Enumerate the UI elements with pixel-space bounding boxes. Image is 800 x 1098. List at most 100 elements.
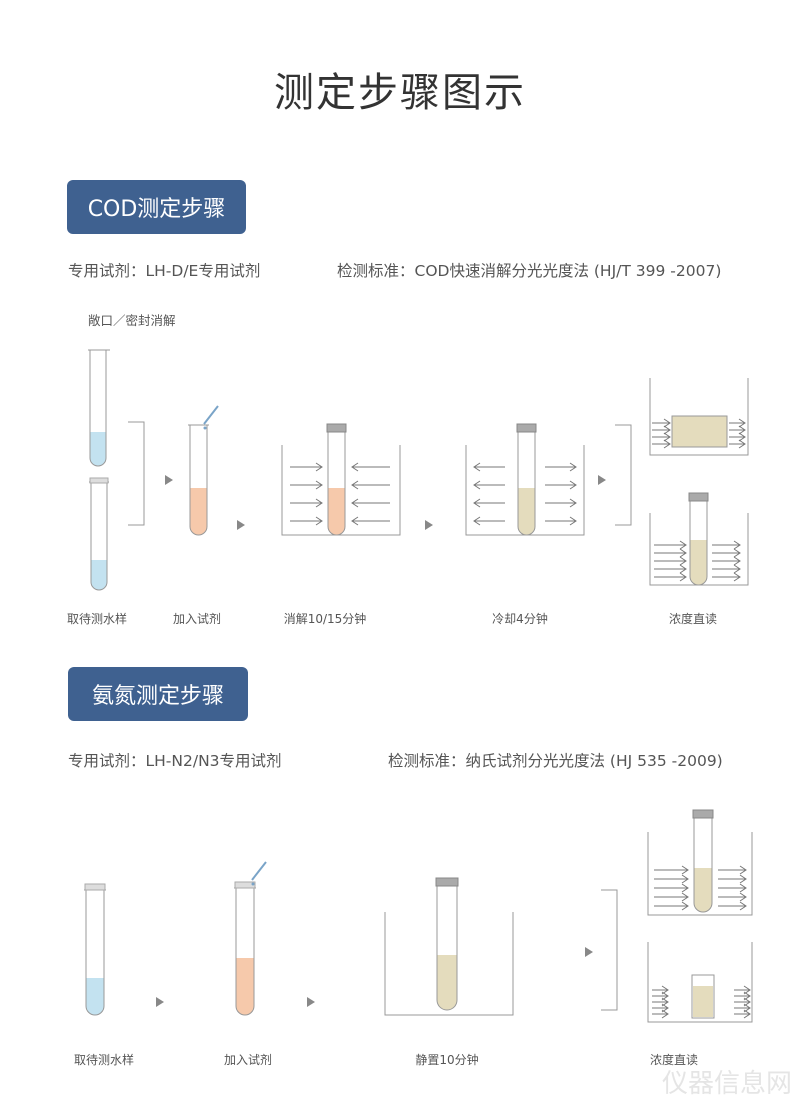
arrow-icon — [734, 985, 751, 995]
ammonia-section-heading: 氨氮测定步骤 — [68, 667, 248, 721]
arrow-icon — [351, 480, 390, 490]
tube-cap-icon — [326, 423, 347, 433]
bracket — [615, 424, 632, 526]
arrow-icon — [290, 498, 323, 508]
cod-step-label: 浓度直读 — [668, 612, 718, 626]
arrow-icon — [734, 1009, 751, 1019]
arrow-icon — [654, 901, 689, 911]
arrow-icon — [734, 997, 751, 1007]
next-step-arrow-icon — [307, 997, 315, 1007]
arrow-icon — [729, 439, 746, 449]
arrow-icon — [351, 462, 390, 472]
beaker — [281, 445, 401, 536]
liquid — [236, 958, 254, 1015]
liquid — [690, 540, 707, 585]
beaker — [384, 912, 514, 1016]
ammonia-standard: 检测标准：纳氏试剂分光光度法 (HJ 535 -2009) — [388, 752, 723, 770]
arrow-icon — [718, 865, 747, 875]
tube-cap-icon — [688, 492, 709, 502]
liquid — [693, 986, 713, 1017]
arrow-icon — [473, 480, 505, 490]
arrow-icon — [712, 540, 741, 550]
arrow-icon — [712, 564, 741, 574]
test-tube — [693, 818, 713, 913]
arrow-icon — [652, 997, 669, 1007]
arrow-icon — [351, 498, 390, 508]
tube-cap-icon — [692, 809, 714, 819]
arrow-icon — [729, 425, 746, 435]
arrow-icon — [654, 548, 687, 558]
cod-reagent: 专用试剂：LH-D/E专用试剂 — [68, 262, 261, 280]
cod-step-label: 冷却4分钟 — [492, 612, 548, 626]
arrow-icon — [718, 883, 747, 893]
test-tube — [189, 425, 208, 536]
dropper-icon — [203, 405, 219, 425]
arrow-icon — [718, 874, 747, 884]
test-tube — [85, 890, 105, 1016]
arrow-icon — [652, 991, 669, 1001]
liquid — [91, 560, 107, 590]
beaker — [647, 832, 753, 916]
next-step-arrow-icon — [165, 475, 173, 485]
test-tube — [327, 432, 346, 536]
arrow-icon — [351, 516, 390, 526]
arrow-icon — [734, 1003, 751, 1013]
cod-section-heading: COD测定步骤 — [67, 180, 246, 234]
arrow-icon — [734, 991, 751, 1001]
test-tube — [689, 501, 708, 586]
arrow-icon — [654, 540, 687, 550]
cod-step-label: 取待测水样 — [66, 612, 128, 626]
arrow-icon — [718, 892, 747, 902]
arrow-icon — [654, 892, 689, 902]
ammonia-step-label: 加入试剂 — [223, 1053, 273, 1067]
test-tube — [436, 886, 458, 1011]
test-tube — [90, 482, 108, 591]
cod-step-label: 加入试剂 — [172, 612, 222, 626]
tube-cap-icon — [234, 881, 256, 889]
arrow-icon — [652, 418, 671, 428]
cod-standard: 检测标准：COD快速消解分光光度法 (HJ/T 399 -2007) — [337, 262, 722, 280]
arrow-icon — [712, 548, 741, 558]
arrow-icon — [652, 1009, 669, 1019]
arrow-icon — [729, 432, 746, 442]
tube-cap-icon — [435, 877, 459, 887]
next-step-arrow-icon — [237, 520, 245, 530]
dropper-icon — [251, 861, 267, 881]
arrow-icon — [652, 1003, 669, 1013]
cod-step-label: 消解10/15分钟 — [283, 612, 367, 626]
test-tube — [235, 888, 255, 1016]
arrow-icon — [712, 556, 741, 566]
arrow-icon — [729, 418, 746, 428]
beaker — [647, 942, 753, 1023]
arrow-icon — [654, 883, 689, 893]
drop-icon — [251, 882, 255, 886]
beaker — [649, 378, 749, 456]
arrow-icon — [473, 462, 505, 472]
watermark: 仪器信息网 — [662, 1069, 793, 1098]
ammonia-step-label: 静置10分钟 — [415, 1053, 479, 1067]
cod-digestion-note: 敞口／密封消解 — [88, 313, 176, 328]
arrow-icon — [718, 901, 747, 911]
liquid — [86, 978, 104, 1015]
cuvette — [671, 415, 728, 448]
arrow-icon — [654, 564, 687, 574]
arrow-icon — [652, 439, 671, 449]
next-step-arrow-icon — [156, 997, 164, 1007]
next-step-arrow-icon — [598, 475, 606, 485]
test-tube — [89, 350, 107, 467]
ammonia-step-label: 取待测水样 — [73, 1053, 135, 1067]
tube-cap-icon — [84, 883, 106, 891]
tube-cap-icon — [89, 477, 109, 484]
liquid — [328, 488, 345, 535]
liquid — [90, 432, 106, 466]
bracket — [128, 421, 145, 526]
next-step-arrow-icon — [425, 520, 433, 530]
liquid — [518, 488, 535, 535]
arrow-icon — [290, 462, 323, 472]
arrow-icon — [473, 498, 505, 508]
next-step-arrow-icon — [585, 947, 593, 957]
liquid — [694, 868, 712, 912]
ammonia-reagent: 专用试剂：LH-N2/N3专用试剂 — [68, 752, 282, 770]
arrow-icon — [654, 874, 689, 884]
arrow-icon — [712, 572, 741, 582]
